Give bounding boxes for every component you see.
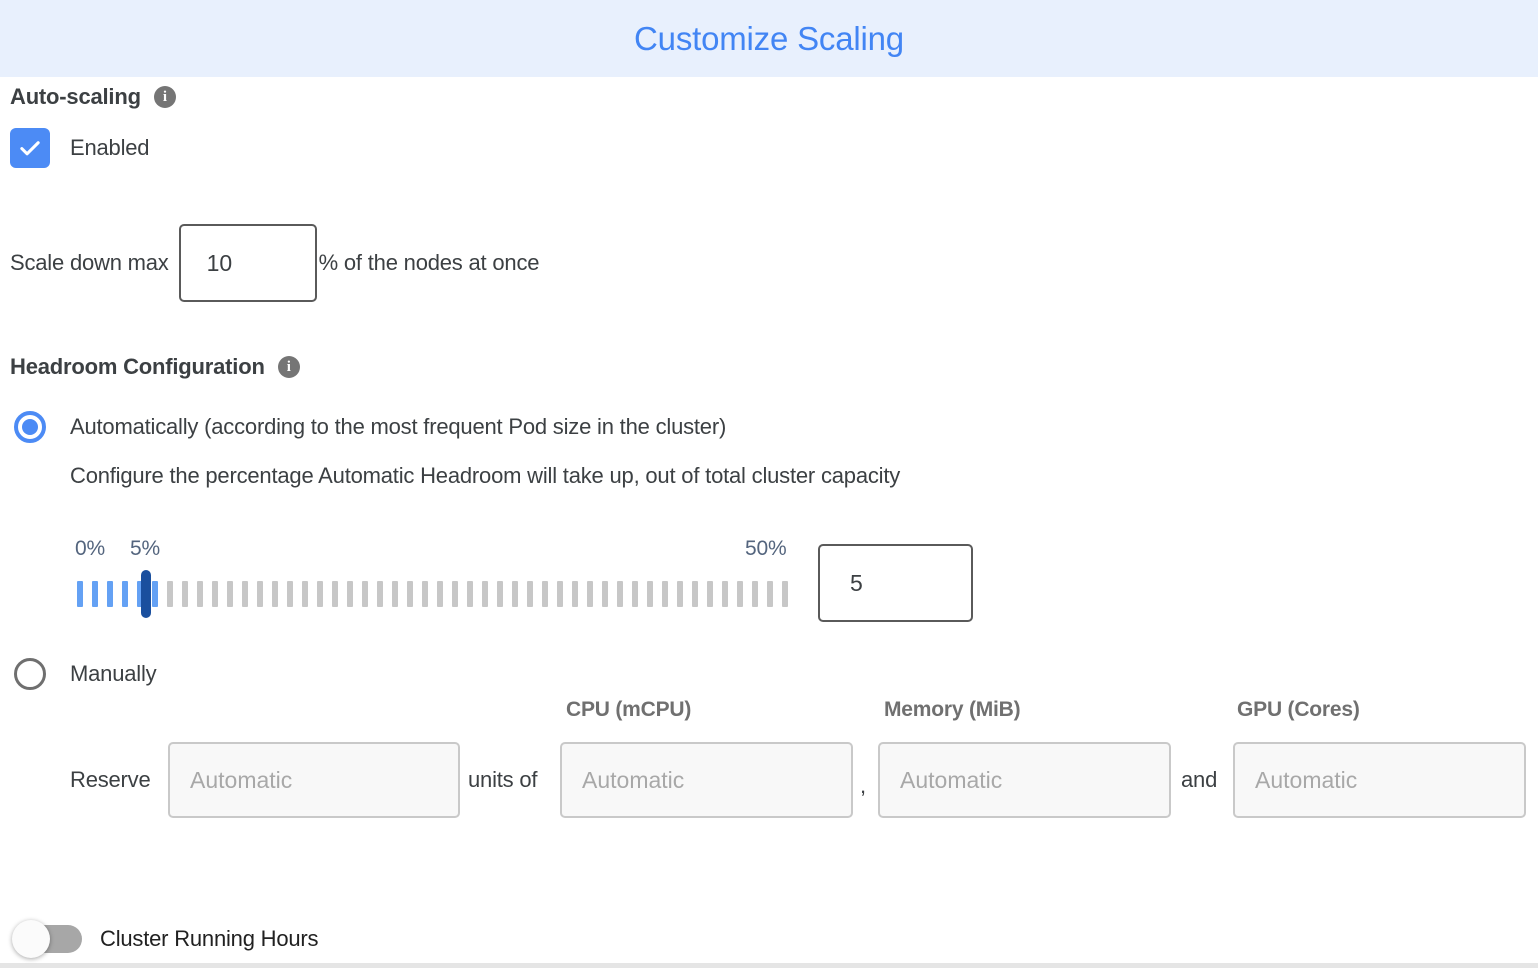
slider-tick[interactable] [707, 581, 713, 607]
slider-tick[interactable] [542, 581, 548, 607]
slider-tick[interactable] [347, 581, 353, 607]
automatically-label: Automatically (according to the most fre… [70, 414, 727, 439]
reserve-units-input[interactable] [168, 742, 460, 818]
cpu-column-header: CPU (mCPU) [566, 698, 692, 721]
slider-tick[interactable] [692, 581, 698, 607]
slider-tick[interactable] [332, 581, 338, 607]
slider-tick[interactable] [737, 581, 743, 607]
slider-tick[interactable] [617, 581, 623, 607]
slider-tick[interactable] [467, 581, 473, 607]
slider-tick[interactable] [107, 581, 113, 607]
info-icon[interactable] [153, 86, 176, 108]
headroom-label: Headroom Configuration [10, 354, 265, 379]
slider-tick[interactable] [782, 581, 788, 607]
slider-tick[interactable] [392, 581, 398, 607]
slider-tick[interactable] [257, 581, 263, 607]
slider-tick[interactable] [572, 581, 578, 607]
slider-tick[interactable] [122, 581, 128, 607]
scale-down-suffix: % of the nodes at once [318, 250, 540, 275]
slider-tick[interactable] [557, 581, 563, 607]
cpu-input[interactable] [560, 742, 853, 818]
slider-tick[interactable] [422, 581, 428, 607]
comma-separator: , [860, 773, 866, 798]
and-label: and [1181, 767, 1218, 792]
auto-scaling-section-header: Auto-scaling [10, 84, 176, 110]
slider-tick[interactable] [317, 581, 323, 607]
slider-tick[interactable] [242, 581, 248, 607]
slider-min-label: 0% [75, 537, 105, 560]
headroom-manual-option-row: Manually [14, 658, 157, 690]
headroom-auto-description: Configure the percentage Automatic Headr… [70, 463, 901, 488]
slider-tick[interactable] [647, 581, 653, 607]
page-title: Customize Scaling [634, 19, 904, 57]
auto-scaling-enabled-row: Enabled [10, 128, 150, 168]
slider-tick[interactable] [677, 581, 683, 607]
slider-tick[interactable] [752, 581, 758, 607]
slider-tick[interactable] [272, 581, 278, 607]
slider-tick[interactable] [452, 581, 458, 607]
manually-label: Manually [70, 661, 157, 686]
checkmark-icon [20, 141, 40, 156]
slider-tick[interactable] [77, 581, 83, 607]
scale-down-label: Scale down max [10, 250, 169, 275]
headroom-auto-option-row: Automatically (according to the most fre… [14, 411, 726, 443]
slider-tick[interactable] [437, 581, 443, 607]
memory-column-header: Memory (MiB) [884, 698, 1021, 721]
scale-down-max-input[interactable] [178, 224, 317, 302]
slider-tick[interactable] [287, 581, 293, 607]
manually-radio[interactable] [14, 658, 46, 690]
slider-tick[interactable] [512, 581, 518, 607]
bottom-divider [0, 963, 1538, 968]
cluster-running-hours-label: Cluster Running Hours [100, 926, 319, 951]
gpu-input[interactable] [1233, 742, 1526, 818]
memory-input[interactable] [878, 742, 1171, 818]
gpu-column-header: GPU (Cores) [1237, 698, 1360, 721]
slider-tick[interactable] [767, 581, 773, 607]
enabled-label: Enabled [70, 135, 150, 160]
slider-tick[interactable] [632, 581, 638, 607]
automatically-radio[interactable] [14, 411, 46, 443]
units-of-label: units of [468, 767, 538, 792]
slider-ticks[interactable] [77, 581, 788, 607]
slider-tick[interactable] [602, 581, 608, 607]
slider-tick[interactable] [182, 581, 188, 607]
slider-tick[interactable] [407, 581, 413, 607]
slider-tick[interactable] [362, 581, 368, 607]
slider-tick[interactable] [212, 581, 218, 607]
info-icon[interactable] [277, 356, 300, 378]
slider-max-label: 50% [745, 537, 787, 560]
slider-tick[interactable] [587, 581, 593, 607]
slider-tick[interactable] [482, 581, 488, 607]
scale-down-row: Scale down max % of the nodes at once [10, 224, 539, 302]
slider-tick[interactable] [152, 581, 158, 607]
toggle-knob[interactable] [12, 920, 50, 958]
slider-tick[interactable] [227, 581, 233, 607]
slider-tick[interactable] [722, 581, 728, 607]
slider-tick[interactable] [92, 581, 98, 607]
enabled-checkbox[interactable] [10, 128, 50, 168]
slider-current-label: 5% [130, 537, 160, 560]
auto-scaling-label: Auto-scaling [10, 84, 141, 109]
slider-tick[interactable] [167, 581, 173, 607]
headroom-section-header: Headroom Configuration [10, 354, 300, 380]
slider-tick[interactable] [377, 581, 383, 607]
slider-tick[interactable] [497, 581, 503, 607]
slider-tick[interactable] [302, 581, 308, 607]
slider-tick[interactable] [197, 581, 203, 607]
slider-tick[interactable] [662, 581, 668, 607]
reserve-label: Reserve [70, 767, 151, 792]
panel-header: Customize Scaling [0, 0, 1538, 77]
slider-tick[interactable] [137, 581, 143, 607]
slider-tick[interactable] [527, 581, 533, 607]
slider-handle[interactable] [141, 570, 151, 618]
headroom-percentage-input[interactable] [818, 544, 973, 622]
